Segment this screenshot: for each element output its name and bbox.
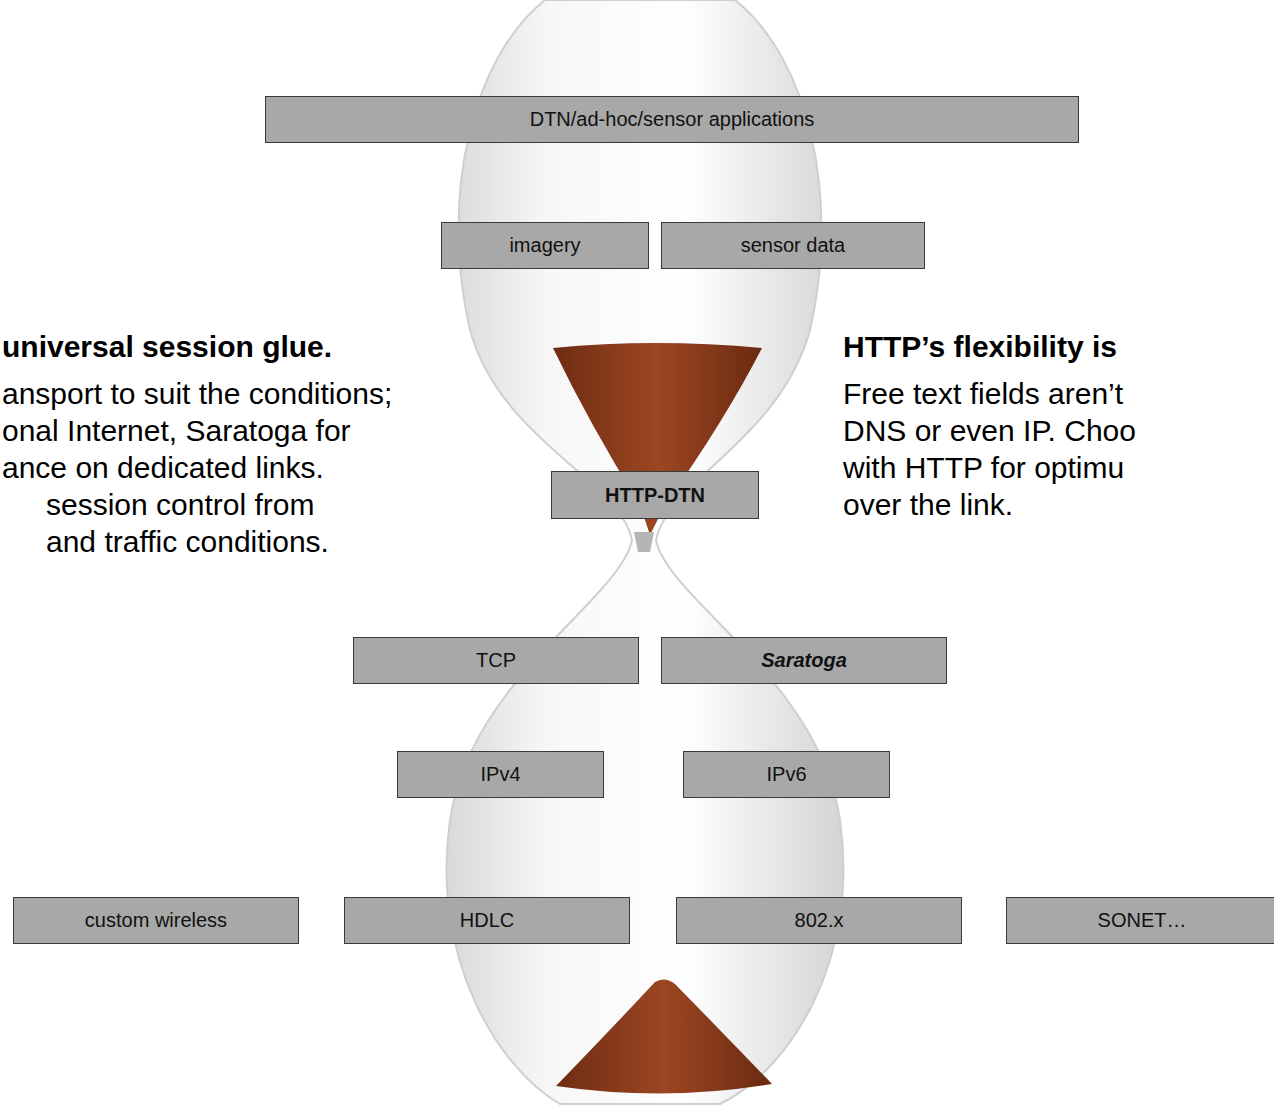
glass-neck xyxy=(634,532,654,552)
layer-label: TCP xyxy=(476,649,516,672)
layer-label: IPv6 xyxy=(766,763,806,786)
layer-box: 802.x xyxy=(676,897,962,944)
layer-label: DTN/ad-hoc/sensor applications xyxy=(530,108,815,131)
layer-label: SONET… xyxy=(1098,909,1187,932)
note-text: DNS or even IP. Choo xyxy=(843,414,1136,447)
layer-box: DTN/ad-hoc/sensor applications xyxy=(265,96,1079,143)
layer-label: HTTP-DTN xyxy=(605,484,705,507)
layer-box: HDLC xyxy=(344,897,630,944)
layer-box: TCP xyxy=(353,637,639,684)
note-text: ance on dedicated links. xyxy=(2,451,324,484)
layer-label: IPv4 xyxy=(480,763,520,786)
layer-box: IPv6 xyxy=(683,751,890,798)
bottom-sand xyxy=(556,979,772,1093)
note-heading: HTTP’s flexibility is xyxy=(843,330,1117,363)
layer-label: HDLC xyxy=(460,909,514,932)
note-text: with HTTP for optimu xyxy=(843,451,1124,484)
layer-label: custom wireless xyxy=(85,909,227,932)
layer-box: imagery xyxy=(441,222,649,269)
layer-box: Saratoga xyxy=(661,637,947,684)
layer-label: imagery xyxy=(509,234,580,257)
note-text: onal Internet, Saratoga for xyxy=(2,414,351,447)
layer-box: IPv4 xyxy=(397,751,604,798)
layer-label: Saratoga xyxy=(761,649,847,672)
note-text: over the link. xyxy=(843,488,1013,521)
layer-label: 802.x xyxy=(795,909,844,932)
note-heading: universal session glue. xyxy=(2,330,332,363)
layer-label: sensor data xyxy=(741,234,846,257)
layer-box: SONET… xyxy=(1006,897,1274,944)
layer-box: sensor data xyxy=(661,222,925,269)
note-text: and traffic conditions. xyxy=(46,525,329,558)
note-text: Free text fields aren’t xyxy=(843,377,1123,410)
note-text: session control from xyxy=(46,488,314,521)
note-text: ansport to suit the conditions; xyxy=(2,377,392,410)
layer-box: HTTP-DTN xyxy=(551,471,759,519)
layer-box: custom wireless xyxy=(13,897,299,944)
